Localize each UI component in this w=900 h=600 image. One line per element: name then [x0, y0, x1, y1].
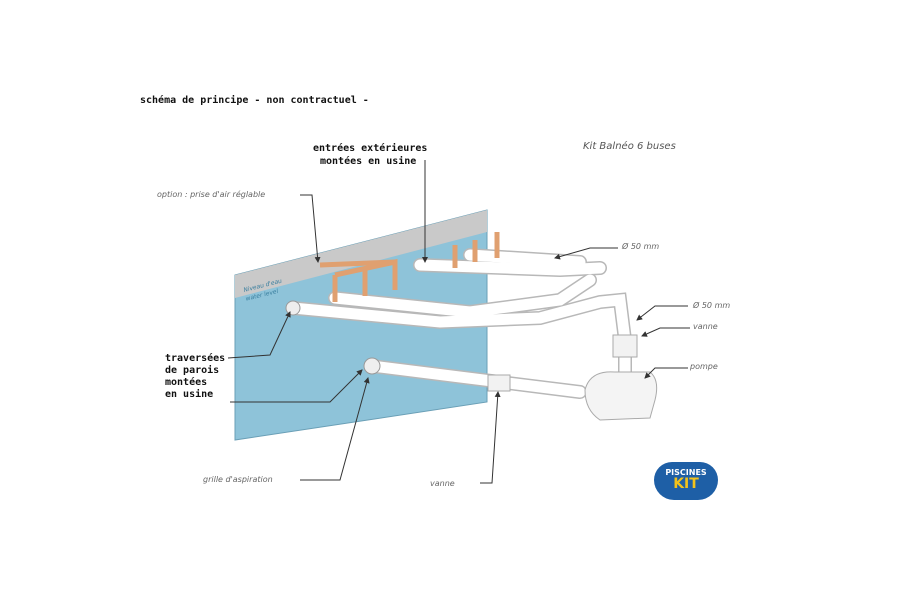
- pump-label: pompe: [690, 362, 718, 371]
- pump-shape: [584, 371, 658, 421]
- valve-label-bottom: vanne: [430, 479, 455, 488]
- pipe-diameter-top: Ø 50 mm: [622, 242, 660, 251]
- pipe-diameter-right: Ø 50 mm: [693, 301, 731, 310]
- pipes: [286, 248, 632, 399]
- crossings-label-3: montées: [165, 377, 208, 388]
- crossings-label-4: en usine: [165, 389, 214, 400]
- valve-label-top: vanne: [693, 322, 718, 331]
- valve-vertical: [612, 334, 638, 358]
- copper-air-pipes: [319, 232, 500, 302]
- crossings-label-1: traversées: [165, 353, 226, 364]
- disclaimer-note: schéma de principe - non contractuel -: [140, 95, 369, 106]
- panel-top-band: [235, 210, 487, 298]
- crossings-label-2: de parois: [165, 365, 220, 376]
- logo-text-1: PISCINES: [665, 468, 707, 477]
- entries-label-1: entrées extérieures: [313, 143, 428, 154]
- kit-title: Kit Balnéo 6 buses: [583, 141, 676, 152]
- suction-grille-label: grille d'aspiration: [203, 475, 273, 484]
- logo-text-2: KIT: [673, 476, 699, 492]
- valve-horizontal: [487, 374, 511, 392]
- piscines-kit-logo: PISCINES KIT: [654, 462, 718, 500]
- air-option-label: option : prise d'air réglable: [157, 190, 266, 199]
- entries-label-2: montées en usine: [320, 156, 417, 167]
- leader-lines: [227, 160, 690, 484]
